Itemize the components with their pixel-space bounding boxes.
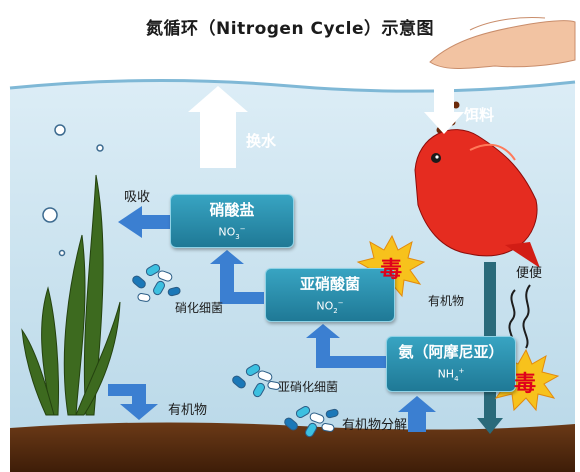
ammonia-box: 氨（阿摩尼亚） NH4+ [386, 336, 516, 392]
diagram-title: 氮循环（Nitrogen Cycle）示意图 [146, 19, 434, 39]
nitrite-box: 亚硝酸菌 NO2− [265, 268, 395, 322]
nitrite-bacteria-capsules [232, 364, 281, 398]
feed-label: 饵料 [464, 106, 495, 124]
decomposition-arrow [398, 396, 436, 432]
nitrite-label: 亚硝酸菌 [299, 275, 360, 293]
decomposer-bacteria-capsules [284, 406, 339, 438]
water-change-arrow [188, 86, 248, 168]
hand-illustration [429, 17, 576, 69]
organic-matter-plant-label: 有机物 [168, 403, 208, 418]
bubbles [42, 124, 104, 257]
feces-label: 便便 [516, 266, 543, 281]
ammonia-formula: NH4+ [437, 367, 465, 383]
blue-arrows [108, 206, 436, 432]
red-fish [414, 129, 540, 268]
nitrate-formula: NO3− [218, 225, 246, 241]
nitrite-formula: NO2− [316, 299, 344, 315]
substrate-soil [10, 422, 575, 472]
toxic-label-nitrite: 毒 [380, 258, 403, 283]
ammonia-to-nitrite-arrow [306, 324, 386, 368]
nitrite-to-nitrate-arrow [210, 250, 264, 304]
nitrifying-bacteria-capsules [132, 264, 181, 302]
aquatic-plant [21, 174, 121, 416]
decomposition-label: 有机物分解 [342, 418, 408, 433]
toxic-label-ammonia: 毒 [514, 372, 537, 397]
nitrifying-bacteria-label: 硝化细菌 [175, 301, 224, 315]
absorb-label: 吸收 [124, 190, 151, 205]
nitrite-bacteria-label: 亚硝化细菌 [278, 380, 339, 394]
water-surface [9, 78, 576, 93]
nitrate-label: 硝酸盐 [209, 201, 255, 219]
organic-matter-fish-label: 有机物 [428, 294, 465, 308]
water-change-label: 换水 [246, 132, 277, 150]
plant-organic-arrow [108, 384, 158, 420]
absorb-arrow [118, 206, 170, 238]
feed-arrow [424, 85, 464, 134]
ammonia-label: 氨（阿摩尼亚） [398, 343, 504, 361]
nitrate-box: 硝酸盐 NO3− [170, 194, 294, 248]
